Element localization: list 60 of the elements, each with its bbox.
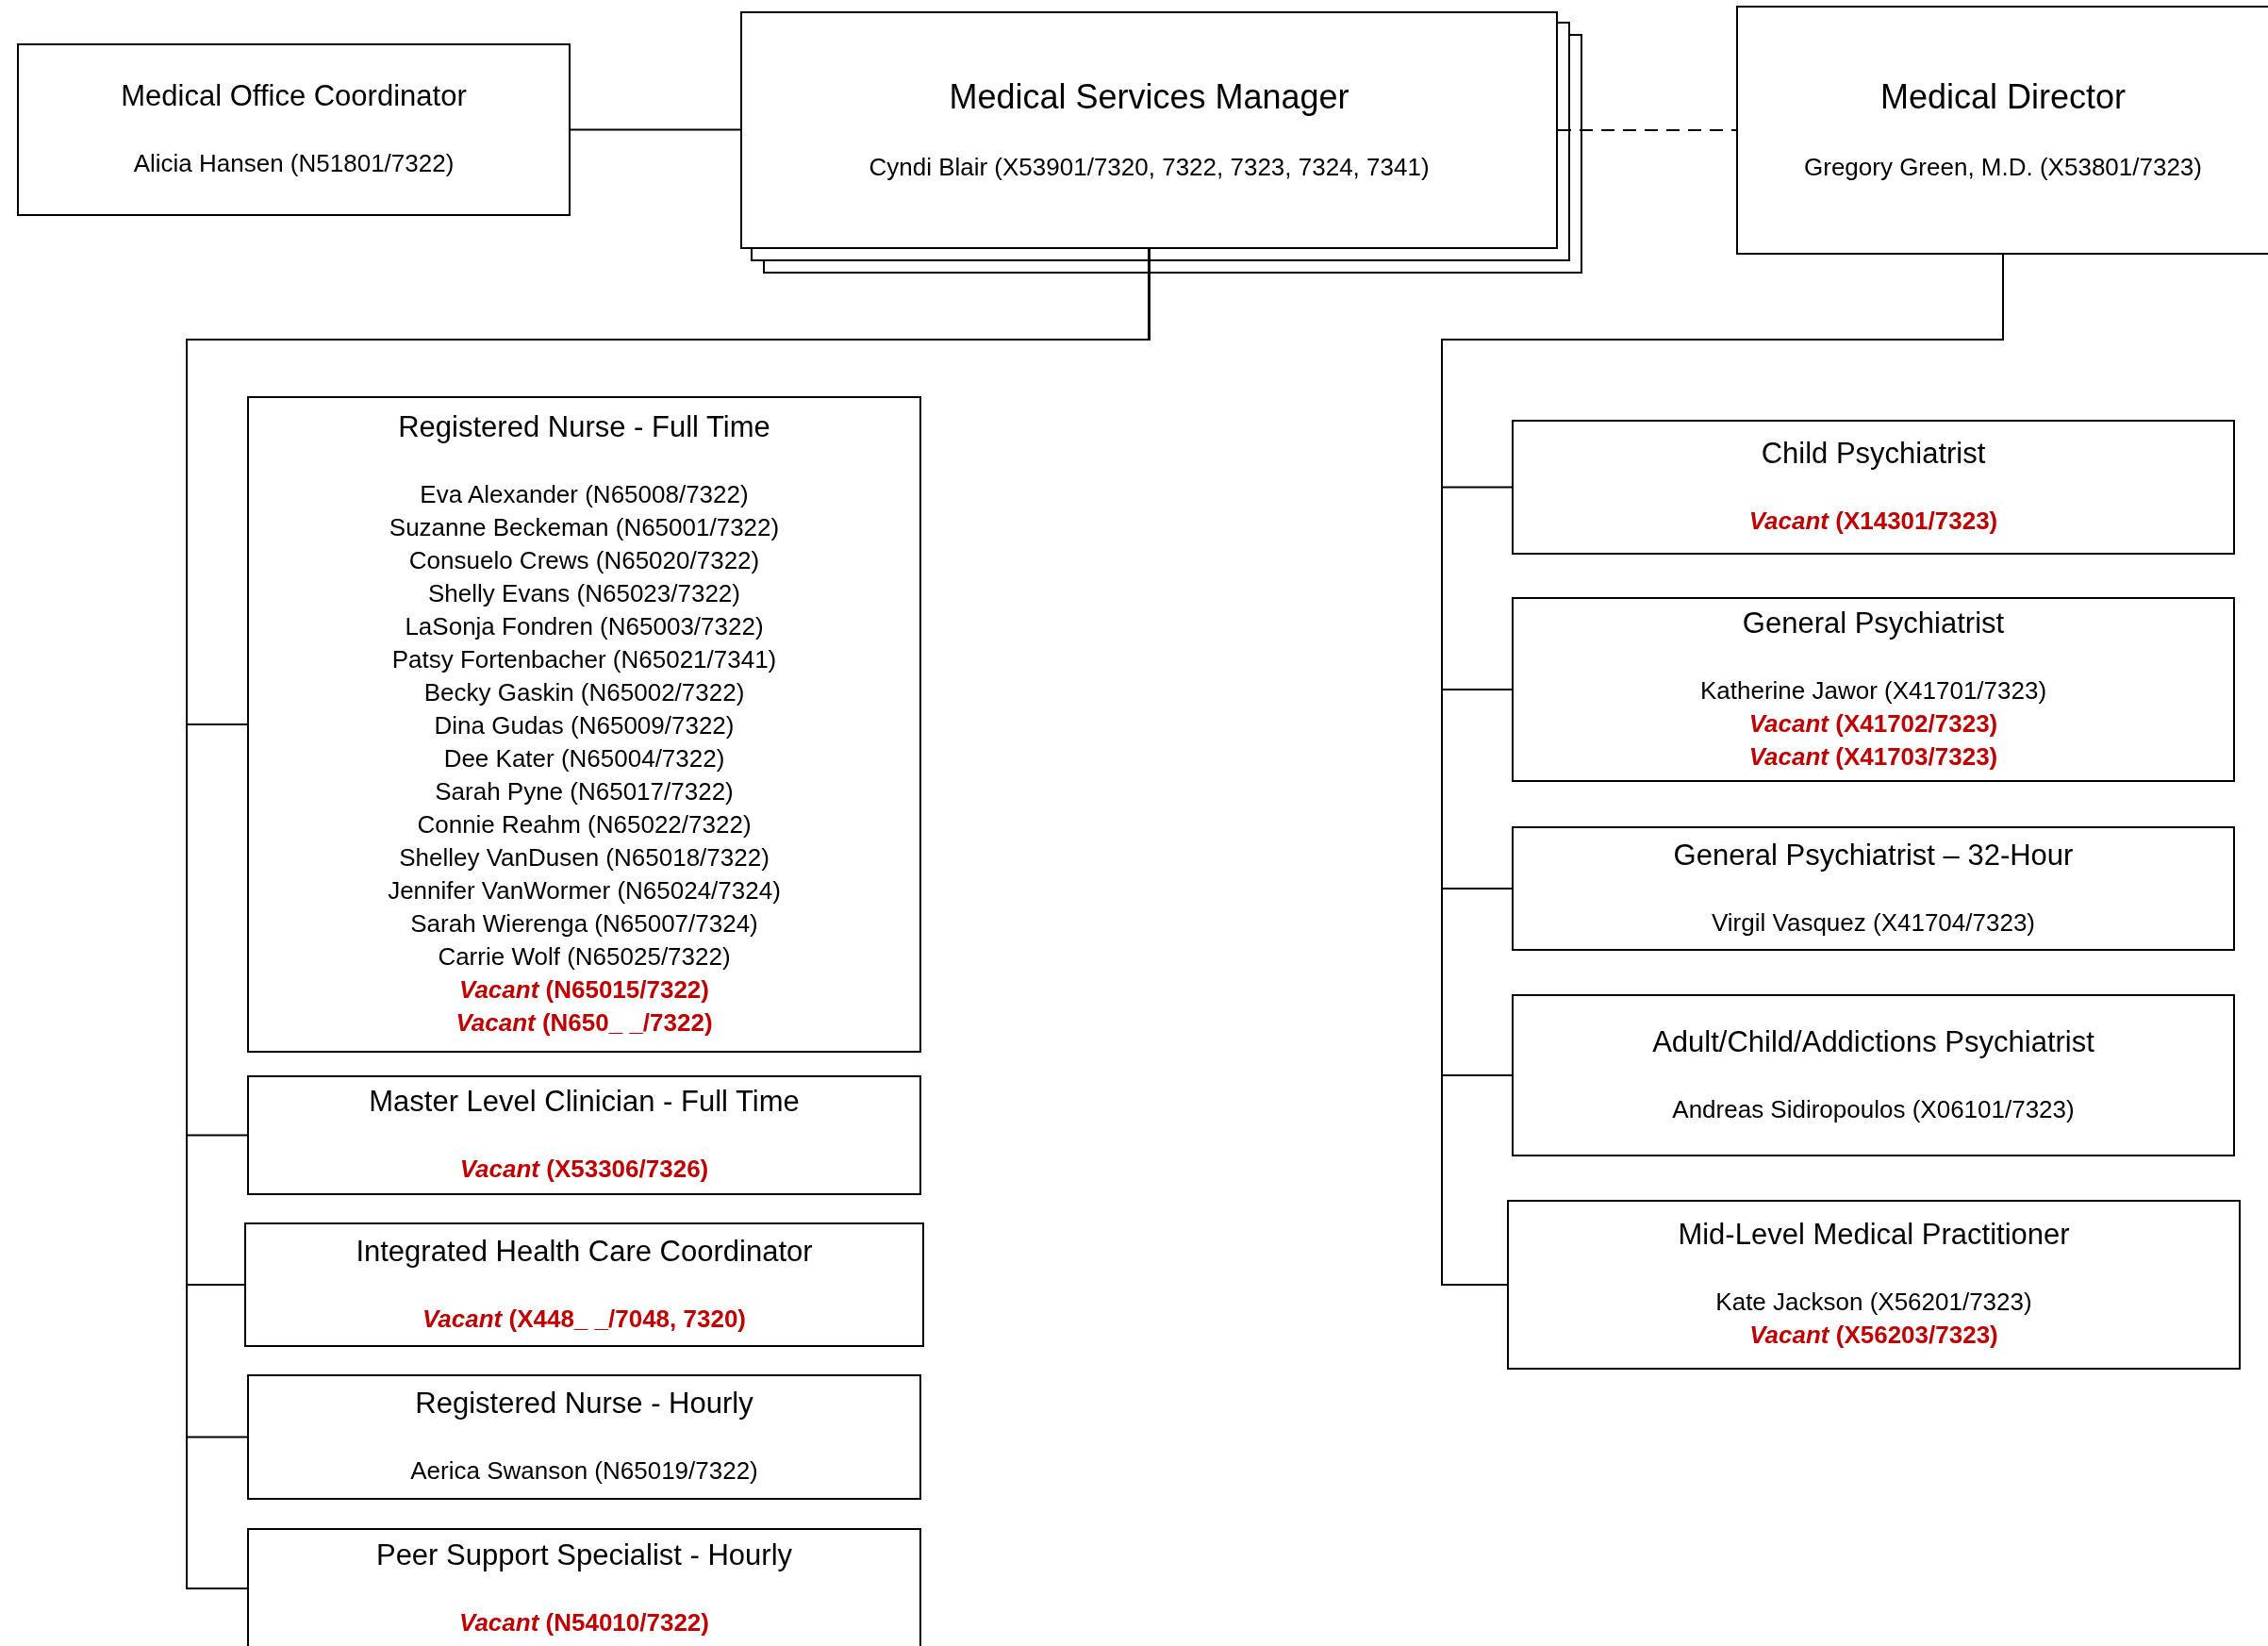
staff-entry: Andreas Sidiropoulos (X06101/7323): [1672, 1093, 2075, 1125]
position-box: [247, 1528, 921, 1646]
dotted-reporting-line: [1557, 129, 1737, 131]
staff-entry: Vacant (X56203/7323): [1749, 1320, 1998, 1351]
staff-entry: Connie Reahm (N65022/7322): [417, 808, 752, 840]
staff-entry: Cyndi Blair (X53901/7320, 7322, 7323, 7324, 7341): [869, 151, 1430, 183]
staff-entry: Vacant (N54010/7322): [459, 1606, 709, 1638]
staff-entry: Kate Jackson (X56201/7323): [1715, 1287, 2032, 1318]
position-box: [1512, 420, 2235, 555]
staff-entry: Dina Gudas (N65009/7322): [434, 709, 735, 741]
job-title: General Psychiatrist – 32-Hour: [1673, 838, 2074, 873]
staff-entry: Alicia Hansen (N51801/7322): [133, 148, 455, 179]
job-title: Peer Support Specialist - Hourly: [375, 1538, 793, 1572]
job-title: Medical Director: [1879, 76, 2127, 117]
staff-entry: Shelley VanDusen (N65018/7322): [399, 841, 770, 873]
position-box: [247, 1075, 921, 1195]
position-box: [740, 11, 1558, 249]
staff-entry: Vacant (X53306/7326): [459, 1154, 709, 1185]
staff-entry: Dee Kater (N65004/7322): [443, 742, 725, 774]
position-box: [1512, 597, 2235, 782]
reporting-line: [570, 128, 741, 131]
staff-entry: Eva Alexander (N65008/7322): [420, 478, 749, 510]
job-title: Medical Services Manager: [949, 76, 1349, 117]
staff-entry: Patsy Fortenbacher (N65021/7341): [391, 643, 777, 675]
position-box: [244, 1222, 924, 1347]
staff-entry: Becky Gaskin (N65002/7322): [423, 676, 745, 708]
staff-entry: Carrie Wolf (N65025/7322): [438, 940, 731, 973]
staff-entry: Vacant (X41703/7323): [1748, 740, 1998, 773]
position-box: [1512, 826, 2235, 951]
staff-entry: Vacant (X448_ _/7048, 7320): [422, 1303, 747, 1335]
staff-entry: Katherine Jawor (X41701/7323): [1699, 674, 2047, 707]
staff-entry: Consuelo Crews (N65020/7322): [408, 544, 760, 576]
staff-entry: Jennifer VanWormer (N65024/7324): [388, 874, 781, 906]
job-title: Mid-Level Medical Practitioner: [1678, 1218, 2070, 1252]
staff-entry: Sarah Wierenga (N65007/7324): [410, 907, 758, 939]
job-title: Integrated Health Care Coordinator: [356, 1234, 813, 1269]
job-title: Medical Office Coordinator: [121, 79, 467, 113]
staff-entry: Vacant (X14301/7323): [1748, 506, 1998, 537]
position-box: [247, 1374, 921, 1500]
staff-entry: Vacant (N65015/7322): [459, 973, 709, 1006]
staff-entry: Sarah Pyne (N65017/7322): [435, 775, 734, 807]
job-title: Child Psychiatrist: [1761, 437, 1986, 471]
job-title: Adult/Child/Addictions Psychiatrist: [1652, 1024, 2094, 1059]
staff-entry: Aerica Swanson (N65019/7322): [410, 1455, 758, 1487]
staff-entry: Vacant (N650_ _/7322): [455, 1006, 713, 1039]
job-title: General Psychiatrist: [1742, 606, 2005, 640]
position-box: [1512, 994, 2235, 1156]
staff-entry: Shelly Evans (N65023/7322): [428, 577, 740, 609]
staff-entry: LaSonja Fondren (N65003/7322): [405, 610, 764, 642]
job-title: Registered Nurse - Full Time: [398, 409, 770, 444]
staff-entry: Suzanne Beckeman (N65001/7322): [389, 511, 780, 543]
staff-entry: Vacant (X41702/7323): [1748, 707, 1998, 740]
position-box: [247, 396, 921, 1053]
position-box: [1736, 6, 2268, 255]
job-title: Registered Nurse - Hourly: [415, 1387, 753, 1421]
position-box: [1507, 1200, 2241, 1370]
staff-entry: Virgil Vasquez (X41704/7323): [1711, 906, 2035, 939]
staff-entry: Gregory Green, M.D. (X53801/7323): [1804, 151, 2202, 183]
position-box: [17, 43, 571, 216]
job-title: Master Level Clinician - Full Time: [369, 1085, 800, 1119]
